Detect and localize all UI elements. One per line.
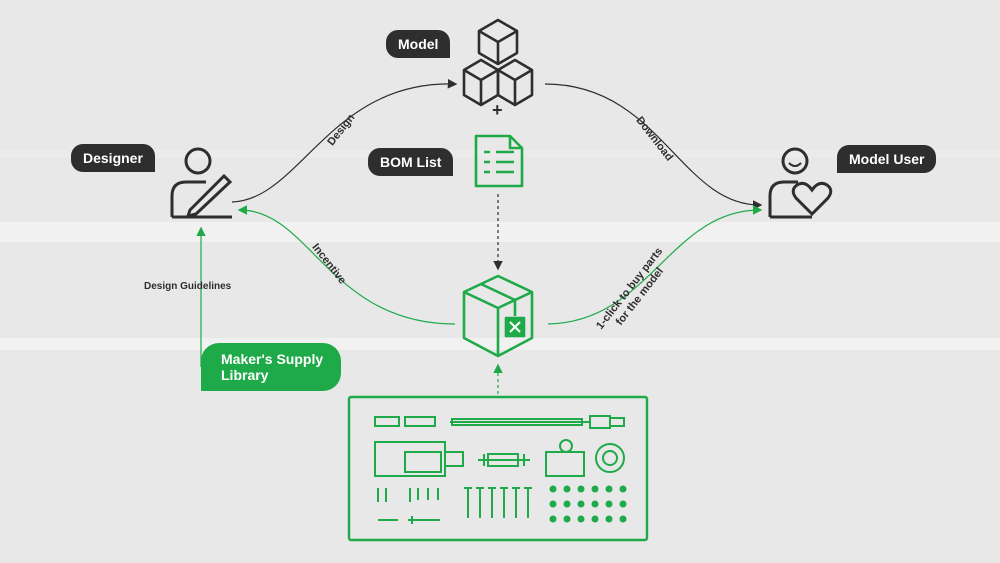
parts-box-icon xyxy=(462,274,534,358)
background-band xyxy=(0,222,1000,242)
cubes-icon xyxy=(462,18,534,107)
design-guidelines-label: Design Guidelines xyxy=(144,281,232,292)
model-user-tag: Model User xyxy=(837,145,937,173)
document-list-icon xyxy=(474,134,524,188)
makers-supply-library-tag: Maker's Supply Library xyxy=(201,343,341,391)
incentive-arrow xyxy=(237,205,456,325)
model-tag: Model xyxy=(386,30,451,58)
buy-arrow xyxy=(547,205,763,325)
parts-tray-icon xyxy=(347,395,649,542)
user-pen-icon xyxy=(170,147,233,219)
download-arrow xyxy=(544,83,763,210)
plus-sign: + xyxy=(492,100,503,120)
designer-tag: Designer xyxy=(71,144,155,172)
design-arrow xyxy=(231,78,458,203)
library-line2: Library xyxy=(221,367,269,383)
user-heart-icon xyxy=(768,147,833,219)
nut-grid xyxy=(549,485,627,523)
library-line1: Maker's Supply xyxy=(221,351,324,367)
background-band xyxy=(0,150,1000,158)
bom-list-tag: BOM List xyxy=(368,148,454,176)
